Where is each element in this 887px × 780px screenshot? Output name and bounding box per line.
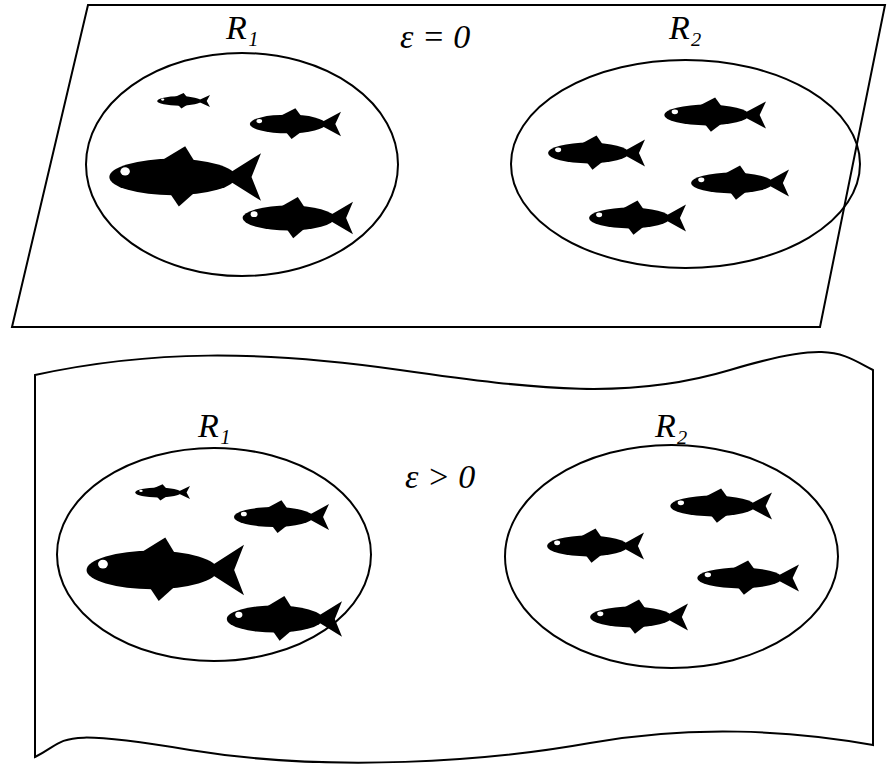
panel-wavy: ε > 0 R₁ R₂ [30,345,880,778]
panel-flat: ε = 0R₁R₂ [10,3,887,329]
parameter-label: ε = 0 [400,17,470,57]
region-ellipse: R₂ [509,12,862,270]
region-ellipse: R₂ [503,410,840,670]
fish [664,97,766,131]
fish [697,560,799,594]
fish [87,537,244,601]
parallelogram-shape [12,5,885,327]
ellipse-shape [86,53,398,276]
ellipse-outline [509,12,862,270]
fish [227,596,342,641]
ellipse-shape [57,448,371,661]
region-label: R₂ [655,406,688,446]
fish [109,146,261,206]
wavy-outline [30,345,880,778]
fish [250,108,341,139]
fish [548,135,645,169]
region-label: R₁ [226,8,259,48]
fish [157,93,210,108]
fish [589,200,686,234]
fish [234,500,329,533]
wavy-shape [35,352,873,763]
fish [547,528,644,562]
fish [243,197,353,238]
ellipse-outline [503,410,840,670]
region-label: R₂ [669,8,702,48]
ellipse-outline [55,410,373,663]
parameter-label: ε > 0 [405,457,475,497]
fish [590,599,688,633]
region-ellipse: R₁ [55,410,373,663]
ellipse-shape [511,60,860,268]
ellipse-outline [84,12,400,278]
ellipse-shape [505,445,838,668]
fish [670,488,772,522]
region-label: R₁ [198,406,231,446]
fish [135,484,190,500]
fish [691,165,789,199]
region-ellipse: R₁ [84,12,400,278]
